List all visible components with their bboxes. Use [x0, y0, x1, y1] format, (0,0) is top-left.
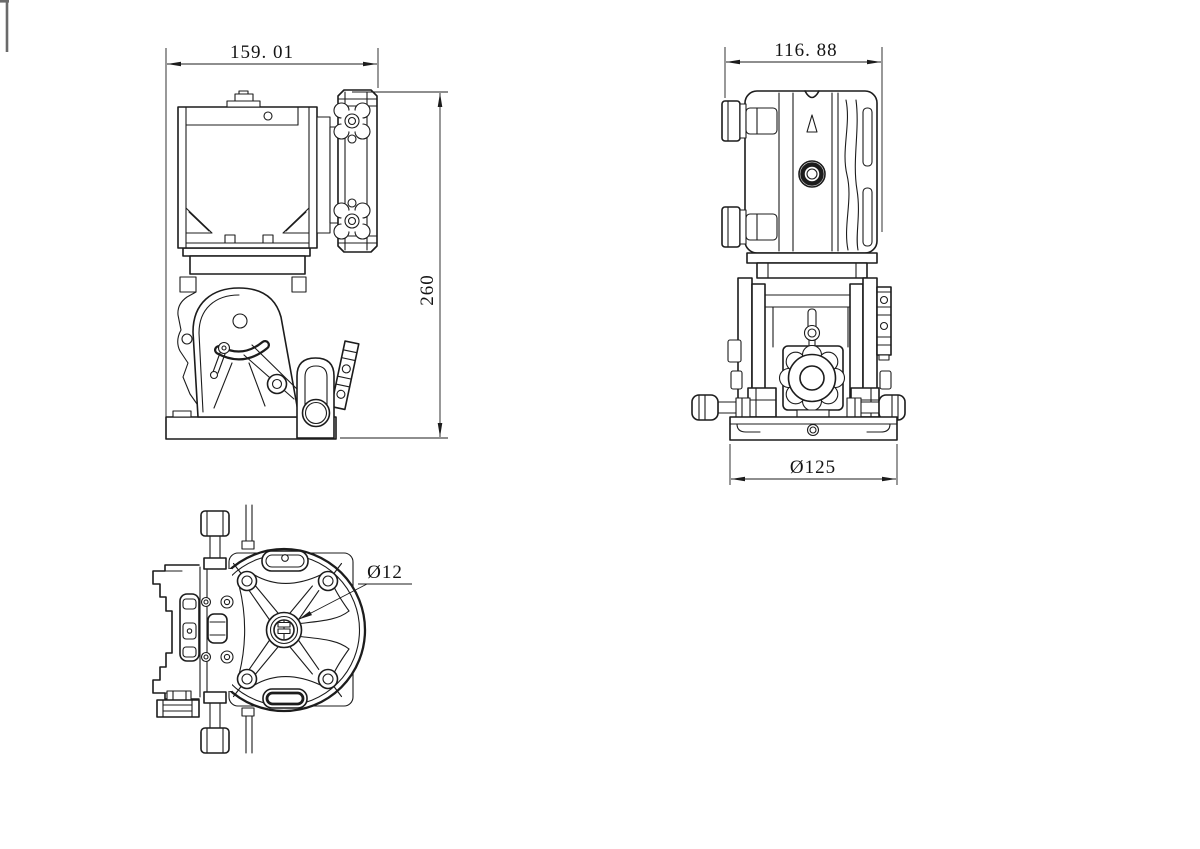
- front-clamp-knob-upper: [721, 100, 778, 142]
- dim-front-base-diameter: Ø125: [729, 444, 898, 485]
- bottom-rod-bottom: [200, 691, 255, 754]
- dim-bottom-center-hole: Ø12: [298, 562, 412, 620]
- front-altitude-knob: [778, 308, 846, 412]
- front-frame: [737, 277, 878, 419]
- side-clamp-lever: [209, 341, 231, 380]
- front-right-tab: [879, 370, 892, 390]
- side-knurled-lever: [330, 340, 360, 411]
- bottom-left-flange: [199, 566, 234, 698]
- bottom-center-hub: [265, 611, 303, 649]
- azimuth-knob-right: [846, 394, 906, 421]
- front-left-tab: [730, 370, 743, 390]
- front-clamp-knob-lower: [721, 206, 778, 248]
- bottom-rod-top: [200, 504, 255, 570]
- front-knurled-lever: [876, 286, 892, 361]
- bottom-top-slot: [261, 550, 309, 572]
- side-view: 159. 01 260: [165, 42, 448, 440]
- front-azimuth-base: [691, 387, 906, 441]
- dim-side-width: 159. 01: [165, 42, 379, 417]
- bottom-spokes: [232, 562, 350, 698]
- dim-side-width-label: 159. 01: [230, 42, 294, 63]
- side-wedge-body: [192, 287, 301, 418]
- side-main-body: [177, 90, 318, 293]
- frame-corner-mark: [0, 0, 9, 52]
- star-knob-lower: [333, 202, 371, 240]
- bottom-view: Ø12: [152, 504, 412, 754]
- azimuth-knob-left: [691, 394, 751, 421]
- bottom-screw-bosses: [236, 570, 339, 690]
- dim-side-height-label: 260: [417, 274, 438, 306]
- bottom-dovetail-bracket: [152, 564, 228, 718]
- side-rod-housing: [296, 357, 335, 439]
- dim-front-base-label: Ø125: [790, 457, 836, 478]
- dim-bottom-hole-label: Ø12: [367, 562, 403, 583]
- bottom-bottom-slot: [262, 688, 308, 709]
- side-dovetail-clamp: [316, 89, 378, 253]
- side-rear-bracket: [177, 291, 198, 405]
- front-head: [721, 90, 878, 254]
- dim-front-width: 116. 88: [724, 40, 883, 232]
- front-view: 116. 88 Ø125: [691, 40, 906, 485]
- star-knob-upper: [333, 102, 371, 140]
- dim-side-height: 260: [340, 91, 448, 439]
- front-left-knob: [727, 339, 742, 363]
- dim-front-width-label: 116. 88: [774, 40, 837, 61]
- front-neck: [746, 252, 878, 279]
